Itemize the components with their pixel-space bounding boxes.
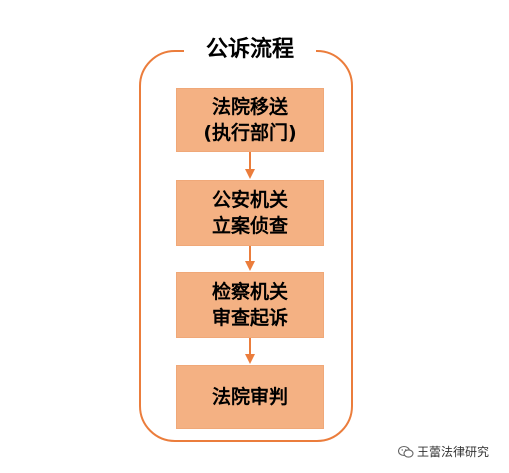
step-police-investigation-line2: 立案侦查 bbox=[211, 215, 288, 237]
step-court-transfer: 法院移送 (执行部门) bbox=[176, 88, 324, 152]
arrow-down-icon bbox=[245, 246, 255, 271]
step-police-investigation-line1: 公安机关 bbox=[211, 189, 288, 211]
arrow-down-icon bbox=[245, 152, 255, 179]
step-police-investigation: 公安机关 立案侦查 bbox=[176, 180, 324, 246]
step-court-transfer-line2: (执行部门) bbox=[203, 122, 297, 144]
diagram-title: 公诉流程 bbox=[184, 32, 316, 68]
step-court-transfer-line1: 法院移送 bbox=[211, 96, 288, 118]
step-procuratorate-review: 检察机关 审查起诉 bbox=[176, 272, 324, 338]
step-court-trial: 法院审判 bbox=[176, 365, 324, 429]
watermark: 王蕾法律研究 bbox=[398, 443, 489, 460]
arrow-down-icon bbox=[245, 338, 255, 364]
wechat-icon bbox=[398, 445, 414, 458]
watermark-text: 王蕾法律研究 bbox=[417, 445, 490, 459]
step-court-trial-line1: 法院审判 bbox=[211, 386, 288, 408]
step-procuratorate-review-line1: 检察机关 bbox=[211, 281, 288, 303]
step-procuratorate-review-line2: 审查起诉 bbox=[211, 307, 288, 329]
